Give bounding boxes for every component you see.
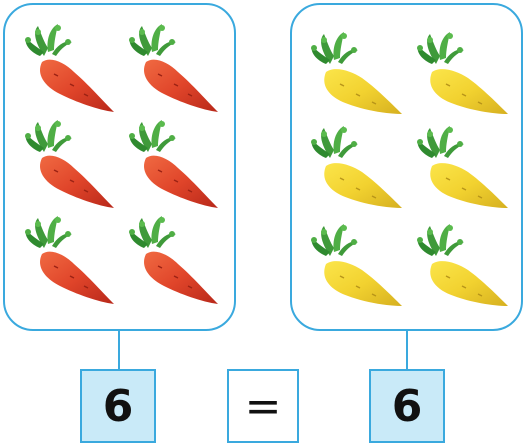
red-carrot-icon [14, 118, 120, 214]
yellow-carrot-icon [406, 222, 512, 318]
red-carrot-icon [118, 22, 224, 118]
equals-sign-box: = [227, 369, 299, 443]
red-carrot-icon [14, 214, 120, 310]
left-connector-line [118, 330, 120, 370]
right-connector-line [406, 330, 408, 370]
right-count-box: 6 [369, 369, 445, 443]
red-carrot-icon [118, 214, 224, 310]
left-count-box: 6 [80, 369, 156, 443]
yellow-carrot-icon [406, 124, 512, 220]
yellow-carrot-icon [300, 222, 406, 318]
yellow-carrot-icon [300, 30, 406, 126]
yellow-carrot-icon [300, 124, 406, 220]
red-carrot-icon [118, 118, 224, 214]
yellow-carrot-icon [406, 30, 512, 126]
red-carrot-icon [14, 22, 120, 118]
